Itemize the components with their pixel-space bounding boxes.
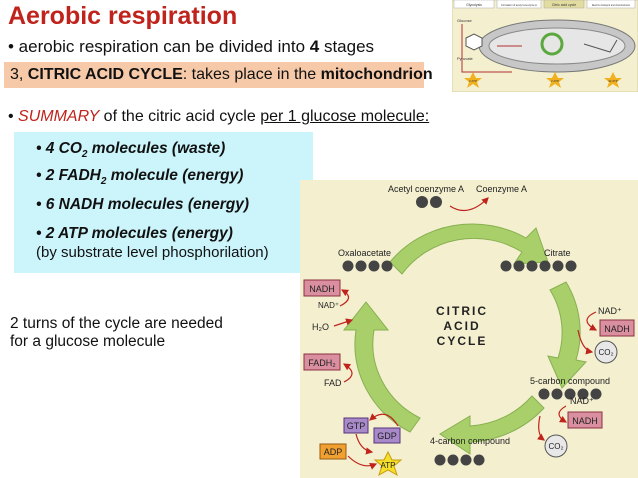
atp-star <box>373 450 403 477</box>
turns-note-line-1: 2 turns of the cycle are needed <box>10 315 223 332</box>
summary-middle: of the citric acid cycle <box>99 108 261 125</box>
co2-label-bottom: CO₂ <box>548 442 563 451</box>
cycle-arrow-right <box>547 281 587 389</box>
glucose-icon <box>465 33 483 51</box>
stage-name: CITRIC ACID CYCLE <box>27 66 183 83</box>
fad-label: FAD <box>324 378 342 388</box>
coenzyme-a-label: Coenzyme A <box>476 184 527 194</box>
citrate-label: Citrate <box>544 248 571 258</box>
mito-atp-label-2: 2 ATP <box>551 79 559 83</box>
subtitle-prefix: • aerobic respiration can be divided int… <box>8 37 310 56</box>
oxaloacetate-molecule <box>342 260 393 272</box>
page-title: Aerobic respiration <box>8 2 238 30</box>
co2-label-right: CO₂ <box>598 348 613 357</box>
co2-circle-bottom <box>544 434 568 458</box>
summary-box: • 4 CO2 molecules (waste) • 2 FADH2 mole… <box>14 132 313 273</box>
atp-label: ATP <box>381 461 396 470</box>
four-carbon-label: 4-carbon compound <box>430 436 510 446</box>
fadh2-label: FADH₂ <box>308 358 336 368</box>
stage-heading: 3, CITRIC ACID CYCLE: takes place in the… <box>10 66 433 84</box>
cycle-center-line-3: CYCLE <box>437 334 488 348</box>
four-carbon-molecule <box>434 454 485 466</box>
cycle-ring <box>342 223 587 455</box>
nadh-label-right-1: NADH <box>604 324 630 334</box>
atp-note: (by substrate level phosphorilation) <box>36 244 269 261</box>
nadh-label-left: NADH <box>309 284 335 294</box>
acetyl-molecule <box>416 196 442 208</box>
stage-number: 3, <box>10 66 28 83</box>
mito-pyruvate-label: Pyruvate <box>457 56 474 61</box>
five-carbon-molecule <box>538 388 602 400</box>
stage-location: mitochondrion <box>320 66 433 83</box>
cycle-arrow-left <box>342 301 421 433</box>
mito-cycle-icon <box>540 32 564 56</box>
nadh-box-right-2 <box>567 411 603 429</box>
stage-middle: : takes place in the <box>182 66 321 83</box>
subtitle-count: 4 <box>309 37 320 56</box>
mito-atp-star-1 <box>464 72 482 88</box>
nadh-box-left <box>303 279 341 297</box>
summary-underlined: per 1 glucose molecule: <box>260 108 430 125</box>
co2-circle-right <box>594 340 618 364</box>
mito-atp-star-3 <box>604 72 622 88</box>
turns-note-line-2: for a glucose molecule <box>10 333 166 350</box>
gdp-label: GDP <box>377 431 397 441</box>
mito-glucose-label: Glucose <box>457 18 472 23</box>
summary-item-atp: • 2 ATP molecules (energy) <box>36 225 233 242</box>
mitochondrion-matrix <box>488 27 626 65</box>
adp-box <box>319 443 347 460</box>
subtitle-suffix: stages <box>319 37 375 56</box>
gdp-box <box>373 427 401 444</box>
five-carbon-label: 5-carbon compound <box>530 376 610 386</box>
mito-header-glycolysis: Glycolysis <box>466 3 482 7</box>
summary-item-nadh: • 6 NADH molecules (energy) <box>36 196 250 213</box>
nad-label-right-2: NAD⁺ <box>570 396 594 406</box>
nadh-box-right-1 <box>599 319 635 337</box>
cycle-center-line-1: CITRIC <box>436 304 488 318</box>
summary-item-fadh2: • 2 FADH2 molecule (energy) <box>36 167 244 188</box>
summary-item-co2: • 4 CO2 molecules (waste) <box>36 140 226 161</box>
citric-acid-cycle-diagram: CITRIC ACID CYCLE Acetyl coenzyme A Coen… <box>300 180 638 478</box>
mito-atp-star-2 <box>546 72 564 88</box>
adp-label: ADP <box>324 447 343 457</box>
nad-label-left: NAD⁺ <box>318 301 339 310</box>
subtitle: • aerobic respiration can be divided int… <box>8 37 374 57</box>
gtp-box <box>343 417 369 434</box>
h2o-label: H₂O <box>312 322 329 332</box>
summary-bullet: • <box>8 108 19 125</box>
summary-word: SUMMARY <box>18 108 100 125</box>
oxaloacetate-label: Oxaloacetate <box>338 248 391 258</box>
mito-atp-label-1: 2 ATP <box>469 79 477 83</box>
cycle-center-line-2: ACID <box>443 319 480 333</box>
nadh-label-right-2: NADH <box>572 416 598 426</box>
nad-label-right-1: NAD⁺ <box>598 306 622 316</box>
mitochondrion-diagram: Glycolysis Formation of acetyl coenzyme … <box>452 0 638 92</box>
mito-header-acetyl: Formation of acetyl coenzyme A <box>501 4 537 7</box>
summary-heading: • SUMMARY of the citric acid cycle per 1… <box>8 108 429 126</box>
stage-highlight-bar <box>4 62 424 88</box>
mito-header-etc: Electron transport and chemiosmosis <box>592 4 631 7</box>
mito-atp-label-3: 32 ATP <box>608 79 618 83</box>
citrate-molecule <box>500 260 577 272</box>
mito-header-citric: Citric acid cycle <box>552 3 576 7</box>
gtp-label: GTP <box>347 421 366 431</box>
acetyl-coa-label: Acetyl coenzyme A <box>388 184 464 194</box>
fadh2-box <box>303 353 341 371</box>
cycle-arrow-bottom <box>439 395 545 455</box>
